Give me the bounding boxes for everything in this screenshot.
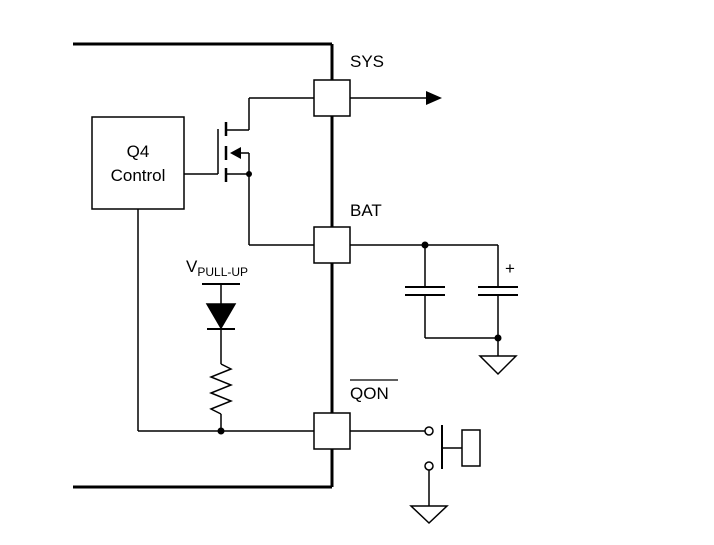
q4-control-line1: Q4: [127, 142, 150, 161]
bat-label: BAT: [350, 201, 382, 220]
qon-pin: [313, 412, 351, 450]
bat-pin: [313, 226, 351, 264]
sys-output-arrow: [426, 91, 442, 105]
sys-pin: [313, 79, 351, 117]
resistor: [208, 363, 234, 415]
diode: [205, 284, 237, 364]
sys-label: SYS: [350, 52, 384, 71]
button-ground-icon: [409, 505, 449, 525]
q4-control-line2: Control: [111, 166, 166, 185]
capacitor-2-polarized: [478, 286, 518, 356]
push-button: [424, 425, 481, 506]
qon-junction: [217, 427, 225, 435]
q4-control-block: Q4 Control: [91, 116, 185, 210]
capacitor-1: [405, 286, 445, 338]
bat-net: [249, 244, 499, 287]
gate-wire: [184, 129, 219, 175]
qon-label: QON: [350, 384, 389, 403]
vpullup-label: VPULL-UP: [186, 257, 248, 279]
ground-icon: [478, 355, 518, 376]
vpullup-prefix: V: [186, 257, 198, 276]
mosfet-q4: [224, 98, 252, 245]
vpullup-subscript: PULL-UP: [197, 265, 248, 279]
cap-plus-label: +: [505, 259, 515, 278]
qon-net: [137, 209, 425, 432]
cap-ground-junction: [494, 334, 502, 342]
bat-junction: [421, 241, 429, 249]
